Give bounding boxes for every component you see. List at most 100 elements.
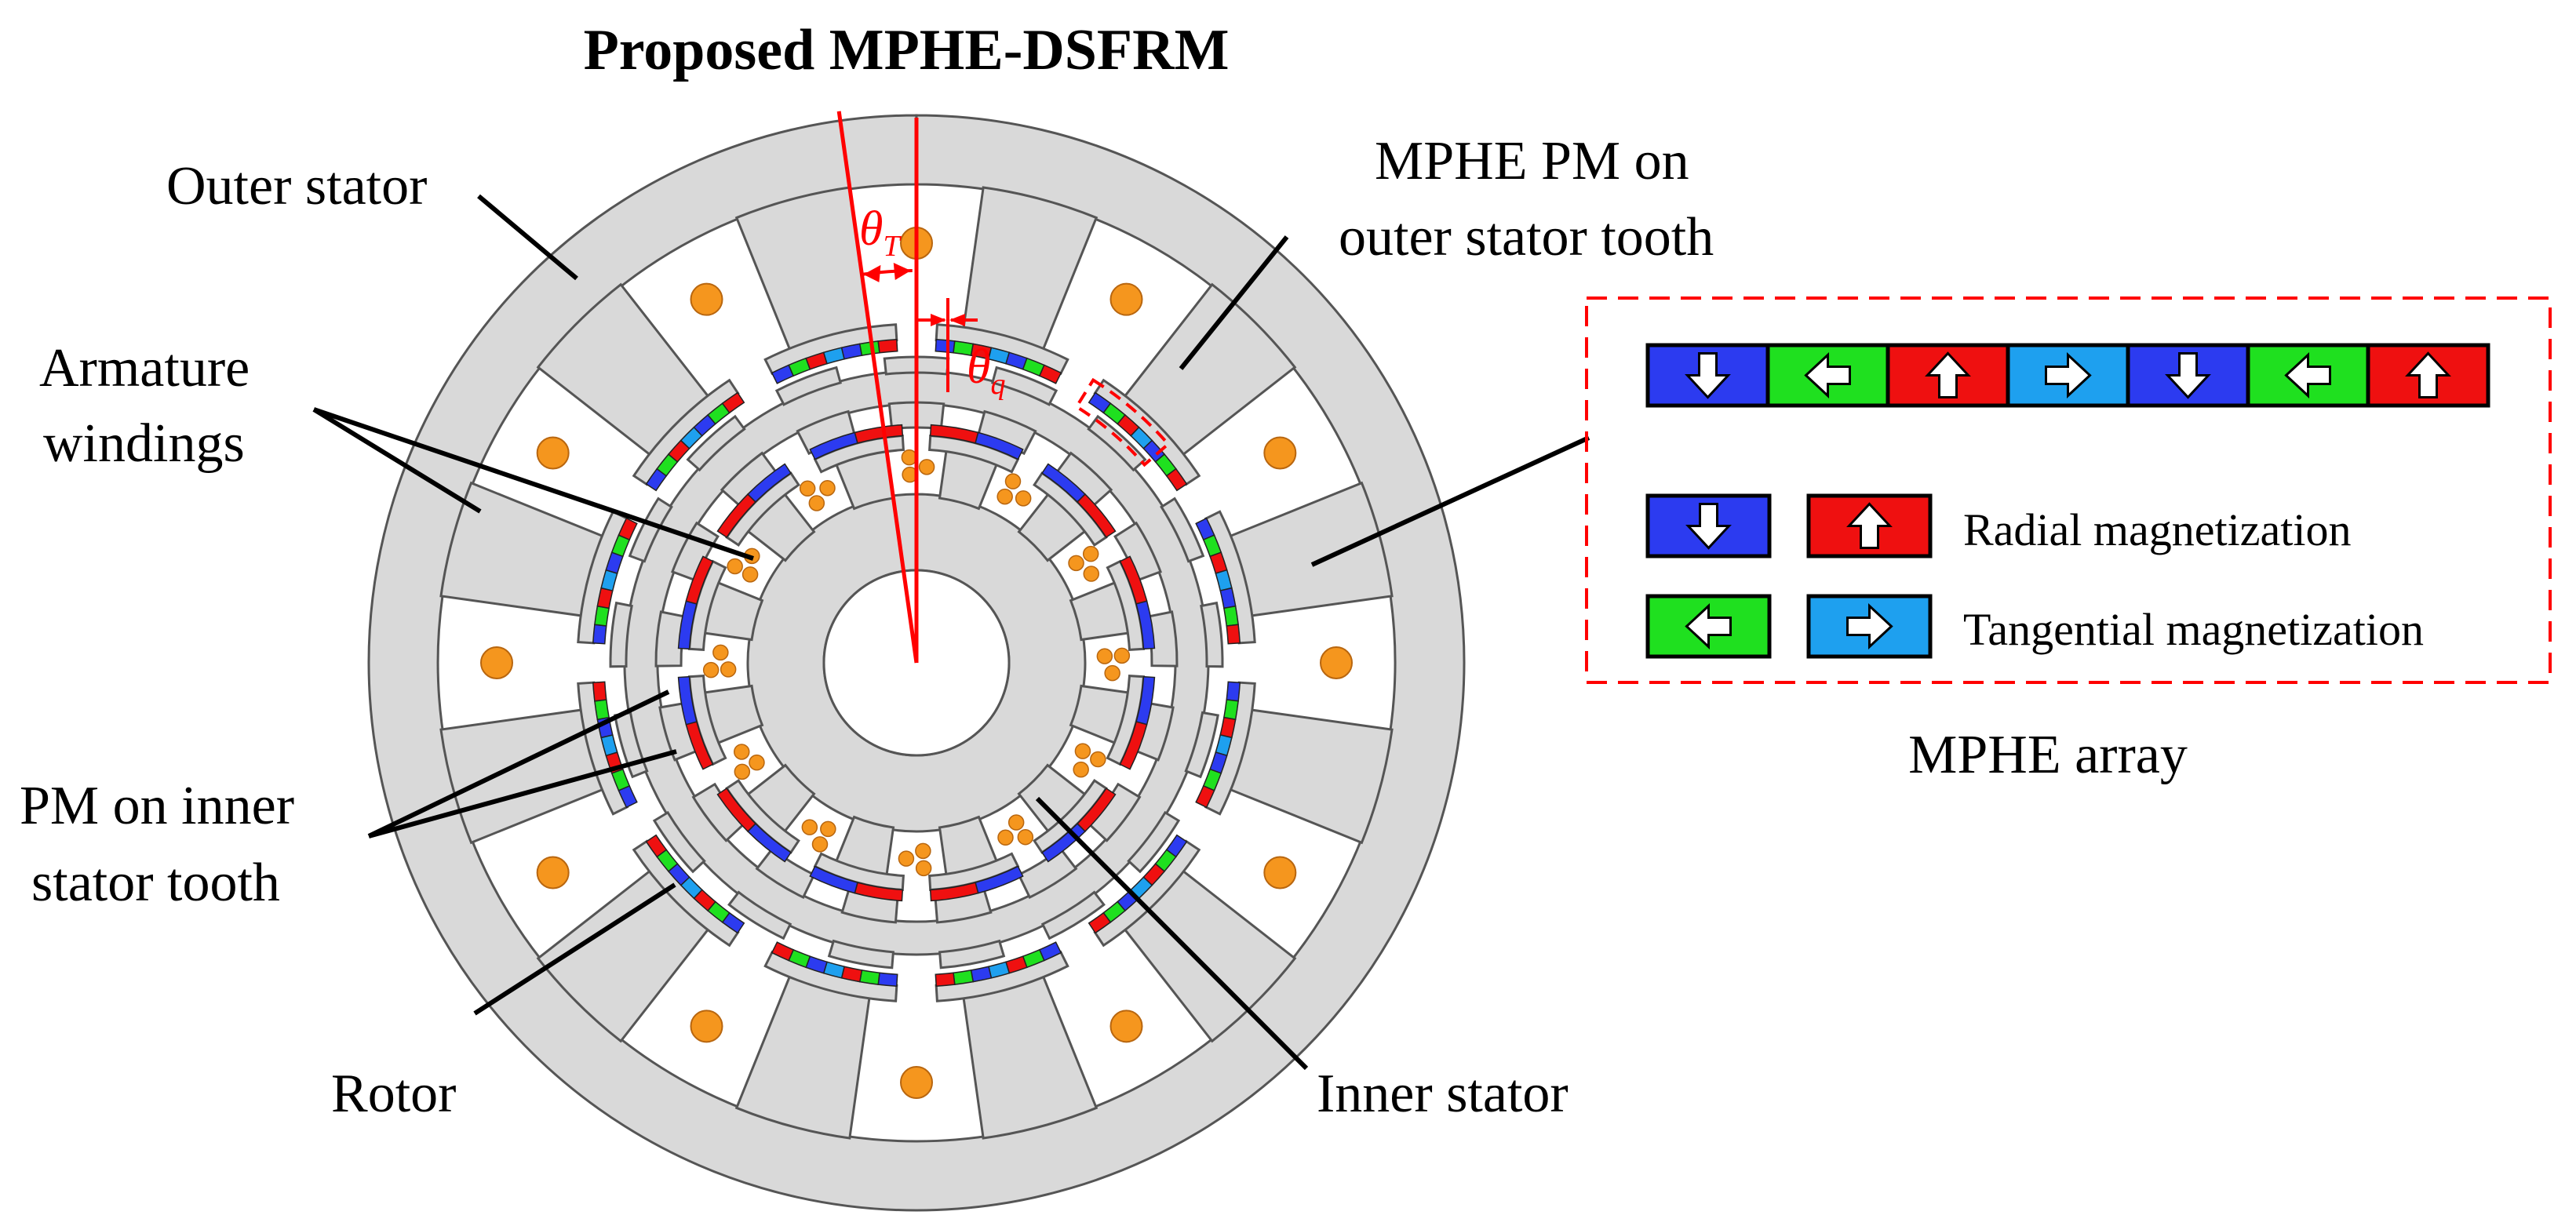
inner-coil [997,829,1014,846]
inner-coil [1083,566,1100,582]
mphe-pm-segment [771,941,795,962]
rotor-outer-pole [609,601,633,668]
leader-lines [312,194,1590,1071]
theta-t-arc [862,269,913,276]
label-pm-inner-2: stator tooth [31,853,280,913]
inner-coil [1082,545,1099,562]
outer-stator-tooth [734,973,871,1140]
outer-coil [900,1066,933,1099]
outer-stator-tooth [1227,708,1394,845]
angle-annotations [836,111,1171,664]
leader-armature-b [313,407,754,561]
outer-stator-tooth [734,186,871,352]
inner-coil [712,644,729,661]
rotor-outer-pole [1040,890,1106,940]
magnetization-arrow-left [1804,352,1851,398]
magnetization-arrow-right [2045,352,2092,398]
inner-coil [801,819,818,835]
mphe-pm-highlight [1074,377,1171,467]
inner-coil [811,836,829,853]
outer-coil [1109,282,1143,316]
label-armature: Armature [39,338,250,398]
leader-pm-inner-a [367,689,670,839]
inner-coil [915,860,932,877]
outer-coil [690,1010,723,1043]
label-outer-stator: Outer stator [166,156,427,216]
rotor-outer-pole [827,939,895,970]
theta-t-arrowhead [893,263,911,281]
mphe-pm-segment [1223,699,1239,721]
label-mphe-pm-2: outer stator tooth [1339,207,1714,267]
theta-q-label: θq [967,340,1005,401]
inner-pm-segment [716,788,756,833]
magnetization-arrow-up [1846,502,1893,549]
mphe-pm-segment [935,972,956,988]
inner-coil [918,459,935,475]
inner-coil [1017,828,1034,846]
inner-coil [799,480,816,497]
theta-t-label: θT [859,202,902,263]
rotor-outer-pole [652,810,706,874]
inner-pm-segment [854,424,904,444]
legend-radial-label: Radial magnetization [1963,504,2351,555]
mphe-pm-segment [721,391,745,414]
legend-frame [1585,296,2552,684]
rotor-outer-pole [727,890,792,940]
leader-armature-a [312,407,482,514]
inner-coil [1090,751,1106,768]
inner-coil [1096,648,1113,664]
outer-stator-tooth [1227,481,1394,617]
inner-pm-segment [1119,721,1148,770]
mphe-pm-segment [935,338,956,354]
label-pm-inner-1: PM on inner [20,776,294,836]
outer-coil [480,646,513,679]
outer-coil [1109,1010,1143,1043]
inner-coil [702,661,720,678]
mphe-array-strip [1645,343,2490,408]
inner-pm-segment [746,463,792,503]
mphe-pm-segment [1226,624,1241,645]
leader-mphe-pm [1179,235,1289,370]
outer-stator-tooth [962,186,1099,352]
mphe-pm-segment [1195,784,1215,809]
magnetization-arrow-down [1685,352,1731,399]
magnetization-arrow-up [2405,351,2451,398]
mphe-pm-segment [877,972,898,988]
inner-pm-segment [809,865,858,894]
magnetization-arrow-up [1925,351,1971,398]
inner-coil [741,566,759,583]
mphe-pm-segment [1038,364,1062,384]
legend-keys [1645,493,1933,659]
inner-pm-segment [1135,600,1156,650]
leader-pm-inner-b [368,749,677,839]
legend-tangential-label: Tangential magnetization [1963,604,2424,655]
magnetization-arrow-down [2165,352,2211,399]
mphe-pm-segment [1165,467,1188,492]
label-inner-stator: Inner stator [1317,1064,1569,1124]
inner-coil [915,842,931,860]
rotor-outer-pole [686,414,746,472]
inner-coil [1113,647,1131,664]
mphe-pm-segment [592,681,607,702]
inner-pm-segment [929,882,979,902]
leader-mphe-array [1310,435,1590,567]
inner-coil [819,479,836,497]
theta-q-arrowhead [949,314,965,326]
outer-coil [690,282,723,316]
label-rotor: Rotor [331,1064,456,1124]
mphe-pm-segment [1226,681,1241,702]
mphe-pm-segment [1223,605,1239,627]
magnetization-arrow-down [1685,503,1732,550]
label-windings: windings [43,413,245,474]
mphe-pm-segment [594,699,610,721]
rotor-outer-pole [991,366,1058,406]
figure-title: Proposed MPHE-DSFRM [584,18,1230,82]
inner-coil [727,558,743,575]
tooth-axis-line [836,111,919,664]
mphe-pm-segment [594,605,610,627]
legend-caption: MPHE array [1908,725,2188,785]
rotor-outer-pole [938,939,1006,970]
machine-cross-section [367,114,1466,1212]
mphe-pm-segment [953,970,975,985]
